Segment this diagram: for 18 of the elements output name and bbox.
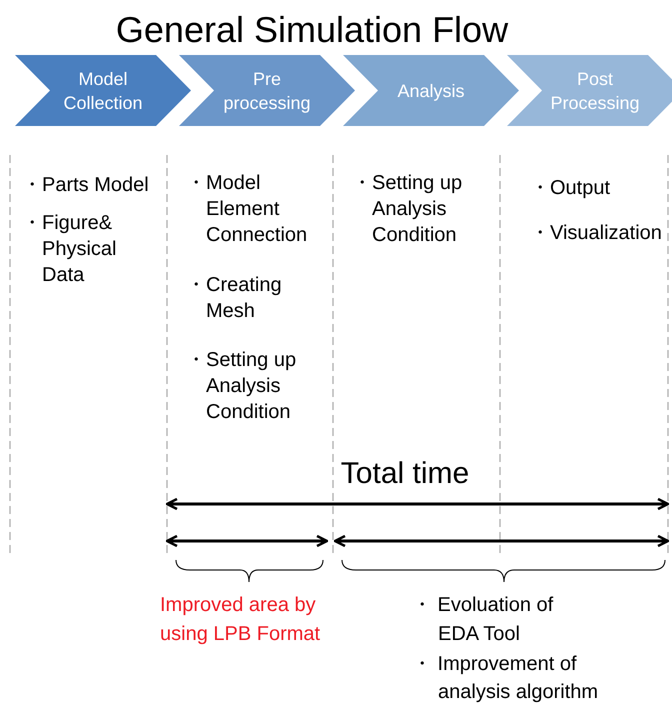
bullet-item: ・Parts Model — [22, 173, 150, 198]
bullet-item: ・Output — [530, 176, 612, 201]
bullet-item: ・Setting up Analysis Condition — [186, 348, 298, 425]
bullet-item: ・Figure& Physical Data — [22, 211, 118, 288]
bullet-item: ・Visualization — [530, 221, 663, 246]
bullet-item: ・ Evoluation of EDA Tool — [412, 593, 554, 647]
note-text: Improved area by using LPB Format — [160, 593, 322, 647]
step-label: Analysis — [396, 80, 466, 102]
step-label: Post Processing — [549, 68, 641, 114]
bullet-item: ・Model Element Connection — [186, 171, 308, 248]
dimension-label: Total time — [340, 456, 470, 492]
bullet-item: ・ Improvement of analysis algorithm — [412, 652, 600, 705]
bullet-item: ・Setting up Analysis Condition — [352, 171, 464, 248]
process-step — [507, 55, 672, 126]
step-label: Pre processing — [222, 68, 312, 114]
title: General Simulation Flow — [114, 8, 510, 52]
step-label: Model Collection — [62, 68, 144, 114]
bullet-item: ・Creating Mesh — [186, 273, 283, 324]
